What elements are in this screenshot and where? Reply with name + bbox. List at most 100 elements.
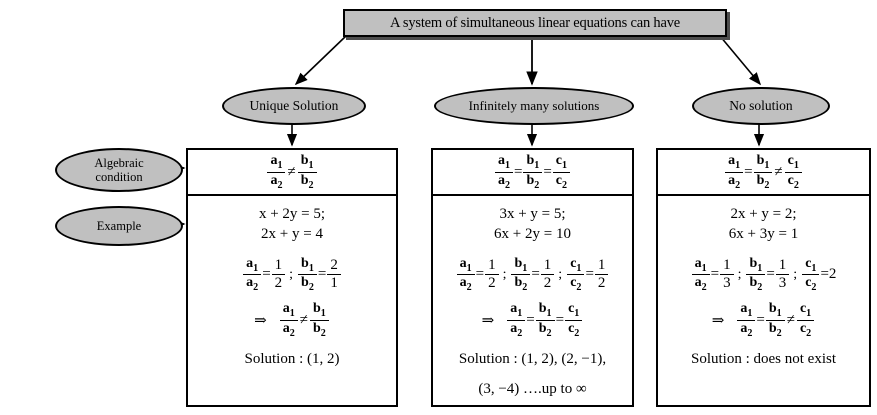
- example-equation-1: 3x + y = 5;: [499, 206, 566, 222]
- ratio-b1: b: [514, 255, 523, 271]
- condition-formula-unique: a1 a2 ≠ b1 b2: [266, 152, 317, 191]
- ratio-c-operator: =: [585, 266, 594, 283]
- ratio-b-operator: =: [317, 266, 327, 283]
- c2-subscript: 2: [562, 179, 568, 191]
- example-solution-extra: (3, −4) ….up to ∞: [478, 381, 587, 397]
- concl-b1-sub: 1: [546, 308, 552, 320]
- ratio-a-value: 1 2: [485, 258, 499, 291]
- row-label-algebraic-line1: Algebraic: [94, 155, 144, 170]
- example-cell-none: 2x + y = 2; 6x + 3y = 1 a1 a2 = 1 3 ; b1: [658, 196, 869, 368]
- ratio-a-value-den: 2: [274, 275, 283, 292]
- concl-b1: b: [768, 301, 777, 317]
- conclusion-fraction-b: b1 b2: [765, 301, 785, 339]
- ratio-b2-sub: 2: [308, 282, 314, 294]
- conclusion-operator-2: =: [555, 312, 565, 329]
- row-label-algebraic-condition[interactable]: Algebraic condition: [55, 148, 183, 192]
- b2-subscript: 2: [534, 179, 540, 191]
- condition-cell-none: a1 a2 = b1 b2 ≠ c1 c2: [658, 150, 869, 196]
- a2-subscript: 2: [504, 179, 510, 191]
- concl-a2-sub: 2: [517, 327, 523, 339]
- ratio-b2-sub: 2: [522, 282, 528, 294]
- operator-eq-2: =: [543, 163, 552, 180]
- ratio-a2: a: [459, 275, 467, 291]
- ratio-b-value-num: 1: [540, 258, 555, 276]
- a2-subscript: 2: [277, 179, 283, 191]
- operator-eq: =: [744, 163, 753, 180]
- concl-b1: b: [538, 301, 547, 317]
- concl-b1-sub: 1: [776, 308, 782, 320]
- ratio-c2: c: [805, 275, 812, 291]
- b1-numerator: b: [756, 152, 765, 168]
- example-ratios-none: a1 a2 = 1 3 ; b1 b2 = 1: [691, 254, 837, 294]
- conclusion-operator: ≠: [299, 312, 308, 329]
- conclusion-fraction-b: b1 b2: [535, 301, 555, 339]
- c2-subscript: 2: [793, 179, 799, 191]
- ratio-b-value-den: 1: [330, 275, 338, 292]
- ratio-row: a1 a2 = 1 3 ; b1 b2 = 1: [691, 256, 837, 294]
- example-equation-2: 2x + y = 4: [261, 226, 323, 243]
- ratio-a: a1 a2 = 1 2 ; b1 b2 = 2: [242, 256, 342, 294]
- example-conclusion-infinite: ⇒ a1 a2 = b1 b2 = c1 c2: [482, 302, 584, 339]
- example-equation-1: x + 2y = 5;: [258, 206, 326, 222]
- ratio-b-operator: =: [531, 266, 540, 283]
- a1-subscript: 1: [735, 159, 741, 171]
- ratio-c1: c: [570, 255, 577, 271]
- fraction-a1-a2-ratio: a1 a2: [456, 255, 475, 294]
- ratio-row: a1 a2 = 1 2 ; b1 b2 = 1: [456, 255, 610, 294]
- concl-c2: c: [568, 321, 575, 337]
- c1-subscript: 1: [793, 159, 799, 171]
- concl-c1: c: [568, 301, 575, 317]
- c2-denominator: c: [555, 172, 562, 188]
- ratio-b-value-den: 2: [543, 275, 552, 292]
- fraction-b1-b2-ratio: b1 b2: [511, 255, 531, 294]
- operator-neq: ≠: [774, 163, 783, 180]
- node-no-solution-label: No solution: [729, 98, 793, 114]
- concl-b1-sub: 1: [320, 308, 326, 320]
- a2-denominator: a: [728, 172, 736, 188]
- example-ratios-infinite: a1 a2 = 1 2 ; b1 b2 = 1: [456, 254, 610, 294]
- ratio-b2: b: [301, 275, 309, 291]
- ratio-a-value: 1 2: [271, 258, 286, 292]
- a1-numerator: a: [270, 152, 278, 168]
- example-conclusion-none: ⇒ a1 a2 = b1 b2 ≠ c1 c2: [712, 302, 815, 339]
- fraction-b1-b2: b1 b2: [523, 152, 543, 191]
- row-label-example[interactable]: Example: [55, 206, 183, 246]
- b1-subscript: 1: [534, 159, 540, 171]
- example-equation-1: 2x + y = 2;: [730, 206, 797, 222]
- ratio-a-value-num: 1: [720, 258, 734, 276]
- concl-a2-sub: 2: [747, 327, 753, 339]
- ratio-c-operator: =: [820, 266, 829, 283]
- node-unique-solution[interactable]: Unique Solution: [222, 87, 366, 125]
- ratio-b2-sub: 2: [757, 282, 763, 294]
- condition-cell-unique: a1 a2 ≠ b1 b2: [188, 150, 396, 196]
- ratio-a2-sub: 2: [253, 282, 259, 294]
- conclusion-fraction-c: c1 c2: [796, 302, 815, 339]
- b2-subscript: 2: [764, 179, 770, 191]
- column-no-solution: a1 a2 = b1 b2 ≠ c1 c2 2x + y = 2; 6x + 3…: [656, 148, 871, 407]
- node-no-solution[interactable]: No solution: [692, 87, 830, 125]
- c1-numerator: c: [787, 152, 794, 168]
- ratio-a2: a: [246, 275, 254, 291]
- ratio-separator-1: ;: [737, 266, 742, 282]
- ratio-b-value-num: 2: [327, 258, 341, 276]
- ratio-a-value: 1 3: [720, 258, 734, 291]
- fraction-c1-c2: c1 c2: [552, 153, 571, 191]
- header-title: A system of simultaneous linear equation…: [390, 14, 680, 31]
- conclusion-fraction-b: b1 b2: [310, 302, 329, 339]
- fraction-b1-b2: b1 b2: [753, 152, 773, 191]
- ratio-c-value-scalar: 2: [828, 266, 837, 283]
- ratio-separator-1: ;: [502, 266, 507, 282]
- ratio-a1: a: [459, 255, 467, 271]
- b1-numerator: b: [526, 152, 535, 168]
- header-box: A system of simultaneous linear equation…: [343, 9, 727, 37]
- node-infinitely-many-solutions[interactable]: Infinitely many solutions: [434, 87, 634, 125]
- concl-b2: b: [768, 321, 777, 337]
- conclusion-fraction-c: c1 c2: [565, 301, 583, 339]
- a1-subscript: 1: [504, 159, 510, 171]
- ratio-a1-sub: 1: [466, 262, 472, 274]
- concl-b2-sub: 2: [776, 327, 782, 339]
- concl-a1: a: [740, 301, 748, 317]
- a1-numerator: a: [497, 152, 505, 168]
- ratio-a-value-den: 3: [723, 275, 731, 292]
- b1-subscript: 1: [764, 159, 770, 171]
